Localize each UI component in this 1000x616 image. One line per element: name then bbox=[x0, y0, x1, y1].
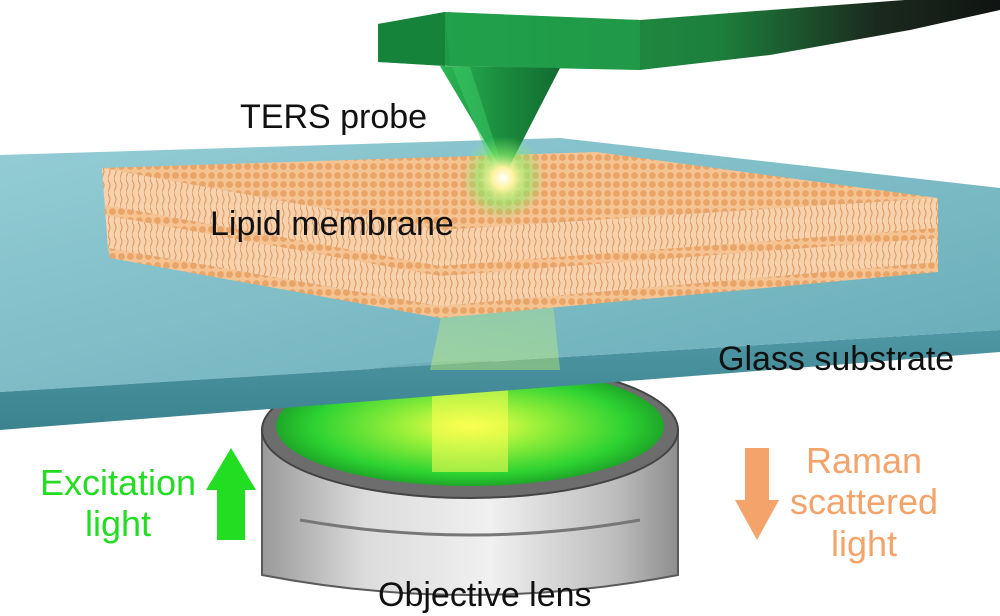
lipid-membrane bbox=[102, 152, 938, 318]
raman-line-2: scattered bbox=[789, 481, 939, 523]
raman-line-1: Raman bbox=[805, 440, 923, 481]
ters-probe-label: TERS probe bbox=[240, 98, 428, 136]
excitation-light-label: Excitation light bbox=[32, 462, 204, 545]
excitation-line-1: Excitation bbox=[39, 462, 197, 503]
ters-probe bbox=[378, 0, 1000, 220]
lipid-membrane-label: Lipid membrane bbox=[210, 205, 454, 243]
raman-line-3: light bbox=[830, 522, 898, 564]
glass-substrate-label: Glass substrate bbox=[718, 340, 955, 378]
excitation-line-2: light bbox=[84, 503, 152, 545]
raman-scattered-light-label: Raman scattered light bbox=[784, 440, 944, 564]
tip-hotspot bbox=[461, 136, 545, 220]
arrow-up-icon bbox=[206, 448, 256, 540]
arrow-down-icon bbox=[735, 448, 779, 540]
objective-lens-label: Objective lens bbox=[378, 576, 592, 614]
